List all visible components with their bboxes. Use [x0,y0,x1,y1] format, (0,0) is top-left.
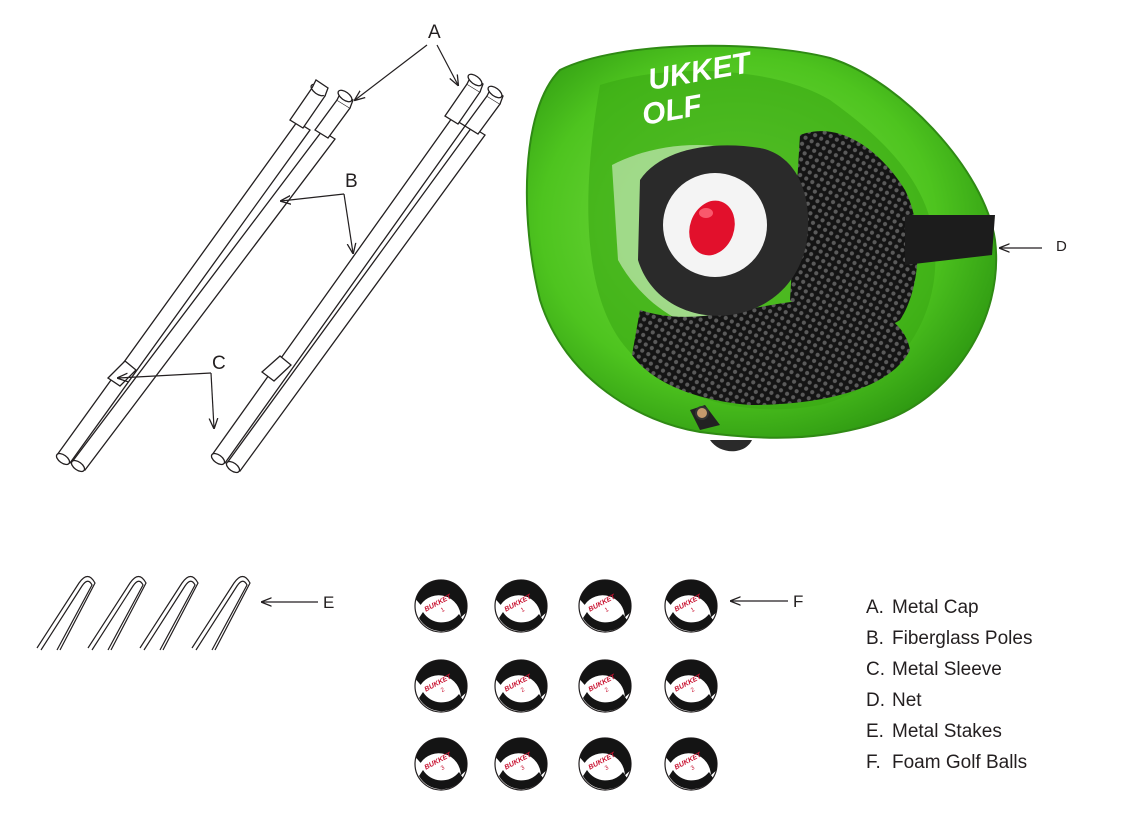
legend-item-a: A. Metal Cap [866,597,1032,628]
ball-number: 2 [690,687,696,694]
ball-number: 3 [440,765,446,772]
callout-e: E [323,593,335,612]
net-icon: UKKET OLF [525,44,998,452]
ball-number: 2 [520,687,526,694]
ball-number: 1 [520,607,526,614]
stake-icon [87,575,147,651]
legend-item-f: F. Foam Golf Balls [866,752,1032,783]
legend-letter: B. [866,628,884,649]
arrow-icon [118,372,212,378]
stake-icon [36,575,96,651]
callout-f: F [793,592,804,611]
callout-d: D [1056,238,1067,255]
arrow-icon [281,193,345,201]
ball-number: 1 [440,607,446,614]
legend-text: Metal Cap [892,597,979,618]
pole-icon [210,73,484,466]
arrow-icon [355,44,428,100]
ball-number: 3 [690,765,696,772]
legend-letter: A. [866,597,884,618]
legend-letter: E. [866,721,884,742]
stake-icon [139,575,199,651]
callout-a: A [428,22,441,43]
arrow-icon [343,193,353,253]
legend-letter: D. [866,690,885,711]
legend-item-b: B. Fiberglass Poles [866,628,1032,659]
legend-text: Metal Sleeve [892,659,1002,680]
legend-text: Fiberglass Poles [892,628,1033,649]
arrow-icon [211,372,214,428]
callout-b: B [345,171,358,192]
pole-icon [55,79,329,466]
callout-arrows-abc [118,44,458,428]
ball-number: 2 [604,687,610,694]
ball-number: 3 [604,765,610,772]
stake-icon [191,575,251,651]
legend-text: Metal Stakes [892,721,1002,742]
ball-number: 3 [520,765,526,772]
pole-icon [70,89,354,473]
callout-c: C [212,353,226,374]
fiberglass-poles [55,73,504,474]
ball-number: 1 [604,607,610,614]
legend-text: Foam Golf Balls [892,752,1028,773]
legend-letter: C. [866,659,885,680]
legend-letter: F. [866,752,881,773]
arrow-icon [436,44,458,85]
metal-stakes [36,575,251,651]
legend-item-d: D. Net [866,690,1032,721]
parts-legend: A. Metal Cap B. Fiberglass Poles C. Metal S… [866,597,1032,783]
pole-icon [225,85,504,474]
legend-item-c: C. Metal Sleeve [866,659,1032,690]
legend-text: Net [892,690,922,711]
ball-number: 2 [440,687,446,694]
legend-item-e: E. Metal Stakes [866,721,1032,752]
ball-number: 1 [690,607,696,614]
